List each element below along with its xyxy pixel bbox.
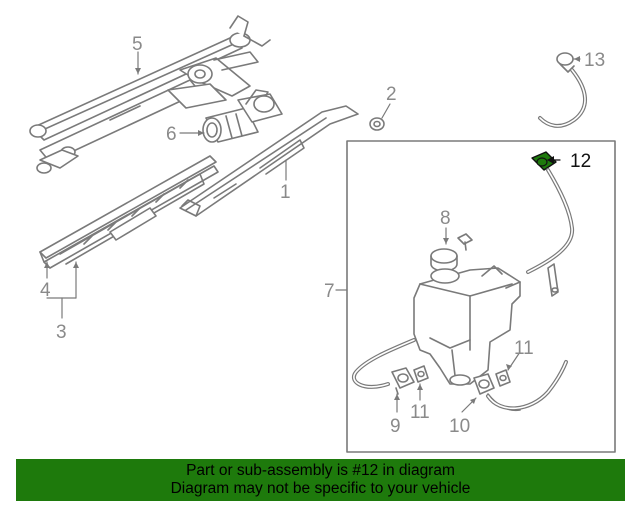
- lower-hose: [352, 338, 416, 389]
- wiper-motor-part-6: [202, 89, 283, 143]
- callout-12: 12: [570, 151, 591, 172]
- reservoir-cap-part-8: [430, 233, 473, 272]
- lower-right-hose: [486, 360, 568, 411]
- callout-7: 7: [324, 281, 335, 302]
- callout-labels: 5 6 2 1 4 3 7 8 13 12 9 11 10 11: [40, 34, 605, 437]
- washer-pump-part-9: [391, 367, 415, 395]
- callout-13: 13: [584, 50, 605, 71]
- callout-10: 10: [449, 416, 470, 437]
- grommet-part-11-left: [413, 365, 429, 383]
- callout-2: 2: [386, 84, 397, 105]
- banner-line-2: Diagram may not be specific to your vehi…: [170, 480, 471, 497]
- banner-line-1: Part or sub-assembly is #12 in diagram: [186, 462, 455, 479]
- callout-6: 6: [166, 124, 177, 145]
- check-valve-part-12: [531, 151, 557, 171]
- wiper-arm-part-1: [179, 105, 359, 217]
- callout-11-left: 11: [410, 402, 430, 423]
- callout-1: 1: [280, 182, 291, 203]
- washer-hose-part-13: [538, 52, 587, 128]
- wiper-blade-part-3: [39, 155, 219, 269]
- callout-5: 5: [132, 34, 143, 55]
- reservoir-assembly-frame: [346, 140, 616, 453]
- leader-arrowheads: [44, 56, 580, 404]
- wiper-linkage-part-5: [29, 15, 271, 174]
- callout-8: 8: [440, 208, 451, 229]
- nut-part-2: [369, 117, 385, 131]
- grommet-part-11-right: [495, 369, 511, 387]
- leader-lines: [46, 51, 581, 413]
- callout-11-right: 11: [514, 338, 534, 359]
- callout-4: 4: [40, 280, 51, 301]
- washer-reservoir-tank: [413, 265, 521, 386]
- info-banner: Part or sub-assembly is #12 in diagram D…: [16, 459, 625, 501]
- washer-hose: [526, 168, 575, 297]
- callout-9: 9: [390, 416, 401, 437]
- callout-3: 3: [56, 322, 67, 343]
